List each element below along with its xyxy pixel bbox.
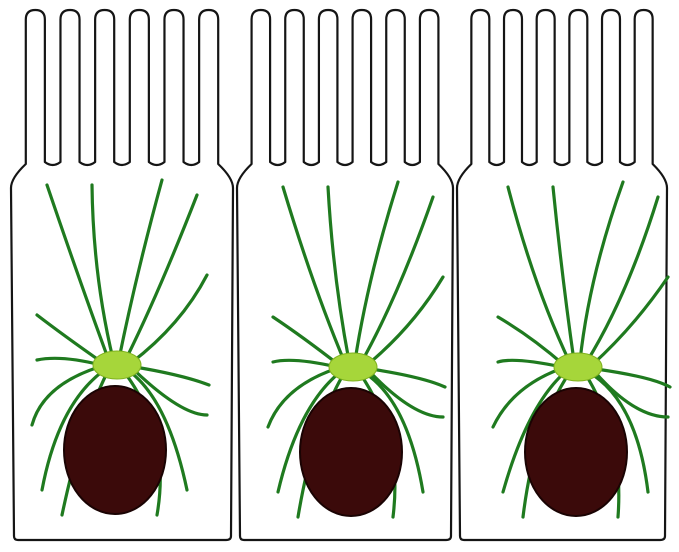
nucleus	[525, 388, 627, 516]
centrosome	[93, 351, 141, 379]
centrosome	[329, 353, 377, 381]
nucleus	[64, 386, 166, 514]
centrosome	[554, 353, 602, 381]
cell-row	[11, 10, 670, 540]
epithelial-cell	[457, 10, 670, 540]
epithelial-cell	[11, 10, 233, 540]
epithelial-cell	[237, 10, 453, 540]
nucleus	[300, 388, 402, 516]
